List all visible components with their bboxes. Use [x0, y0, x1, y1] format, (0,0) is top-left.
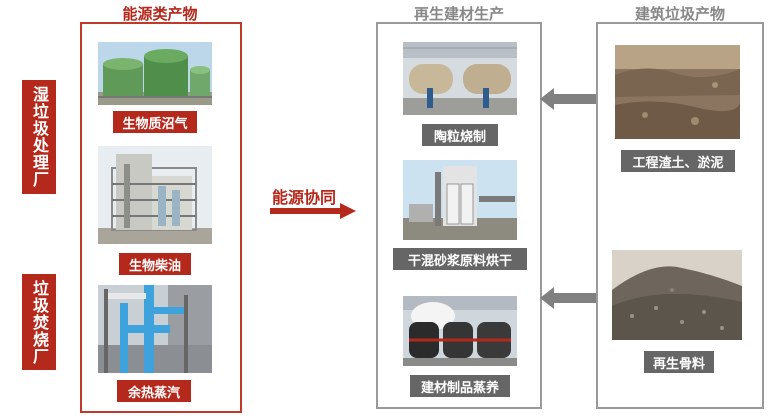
- energy-synergy-label: 能源协同: [272, 188, 337, 207]
- synergy-arrow: [270, 203, 356, 219]
- ceramsite-kiln-image: [403, 42, 517, 115]
- biodiesel-caption: 生物柴油: [119, 253, 191, 275]
- energy-products-frame: [80, 22, 242, 413]
- steam-caption: 余热蒸汽: [117, 380, 191, 402]
- recycled-materials-frame: [376, 22, 542, 409]
- energy-products-title: 能源类产物: [122, 5, 198, 23]
- muck-soil-image: [615, 45, 740, 139]
- wet-waste-plant-label: 湿垃圾处理厂: [22, 80, 56, 194]
- construction-waste-title: 建筑垃圾产物: [634, 5, 725, 23]
- muck-silt-caption: 工程渣土、淤泥: [621, 150, 735, 172]
- ceramsite-caption: 陶粒烧制: [422, 124, 498, 146]
- steam-pipes-image: [98, 285, 212, 373]
- curing-kilns-image: [403, 296, 517, 366]
- biodiesel-plant-image: [98, 146, 212, 244]
- recycled-materials-title: 再生建材生产: [413, 5, 504, 23]
- mortar-drying-caption: 干混砂浆原料烘干: [393, 248, 527, 270]
- biogas-caption: 生物质沼气: [113, 111, 197, 133]
- steam-curing-caption: 建材制品蒸养: [410, 375, 510, 397]
- aggregate-pile-image: [612, 250, 742, 340]
- biogas-tanks-image: [98, 42, 212, 105]
- arrow-aggregate-to-curing: [540, 287, 596, 309]
- mortar-plant-image: [403, 160, 517, 240]
- incineration-plant-label: 垃圾焚烧厂: [22, 274, 56, 370]
- arrow-muck-to-ceramsite: [540, 88, 596, 110]
- recycled-aggregate-caption: 再生骨料: [644, 351, 714, 373]
- construction-waste-frame: [596, 22, 764, 409]
